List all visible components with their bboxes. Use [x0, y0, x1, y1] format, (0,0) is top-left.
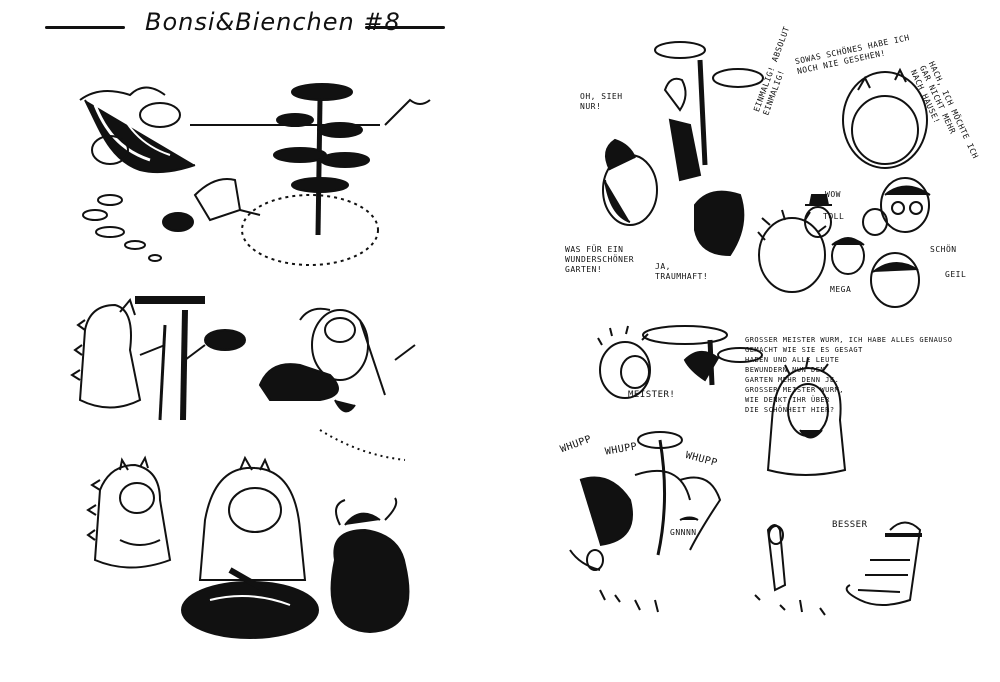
- speech-besser: BESSER: [832, 520, 868, 530]
- speech-schoen: SCHÖN: [930, 245, 957, 254]
- meister-panel: [597, 325, 763, 399]
- speech-traumhaft: JA, TRAUMHAFT!: [655, 262, 709, 281]
- title-rule-left: [45, 26, 125, 29]
- left-page: Bonsi&Bienchen #8: [45, 8, 445, 639]
- speech-grosser-meister-wurm: GROßER MEISTER WURM, ICH HABE ALLES GENA…: [745, 336, 953, 414]
- speech-mega: MEGA: [830, 285, 852, 294]
- speech-toll: TOLL: [823, 212, 845, 221]
- left-page-illustrations: [70, 83, 431, 639]
- bonsi-leaves-panel: [86, 455, 172, 569]
- right-page: OH, SIEH NUR! WAS FÜR EIN WUNDERSCHÖNER …: [540, 0, 1000, 682]
- crowd-panel: [602, 41, 931, 308]
- bag-panel: [330, 497, 410, 634]
- garden-panel: [79, 83, 431, 266]
- whupp-panel: [569, 431, 722, 613]
- sfx-gnnnn: GNNNN: [670, 528, 697, 537]
- basket-panel: [181, 455, 319, 639]
- right-page-illustrations: [569, 41, 931, 616]
- speech-wow: WOW: [825, 190, 841, 199]
- speech-meister: MEISTER!: [628, 390, 676, 400]
- dino-tree-panel: [70, 296, 246, 421]
- speech-oh-sieh: OH, SIEH NUR!: [580, 92, 623, 111]
- title-block: Bonsi&Bienchen #8: [45, 8, 445, 42]
- speech-wunderschoener-garten: WAS FÜR EIN WUNDERSCHÖNER GARTEN!: [565, 245, 635, 274]
- raking-panel: [258, 307, 416, 461]
- besser-panel: [754, 521, 922, 616]
- bonsi-speaking-panel: [766, 357, 847, 476]
- speech-geil: GEIL: [945, 270, 967, 279]
- page-title: Bonsi&Bienchen #8: [145, 8, 401, 36]
- title-rule-right: [365, 26, 445, 29]
